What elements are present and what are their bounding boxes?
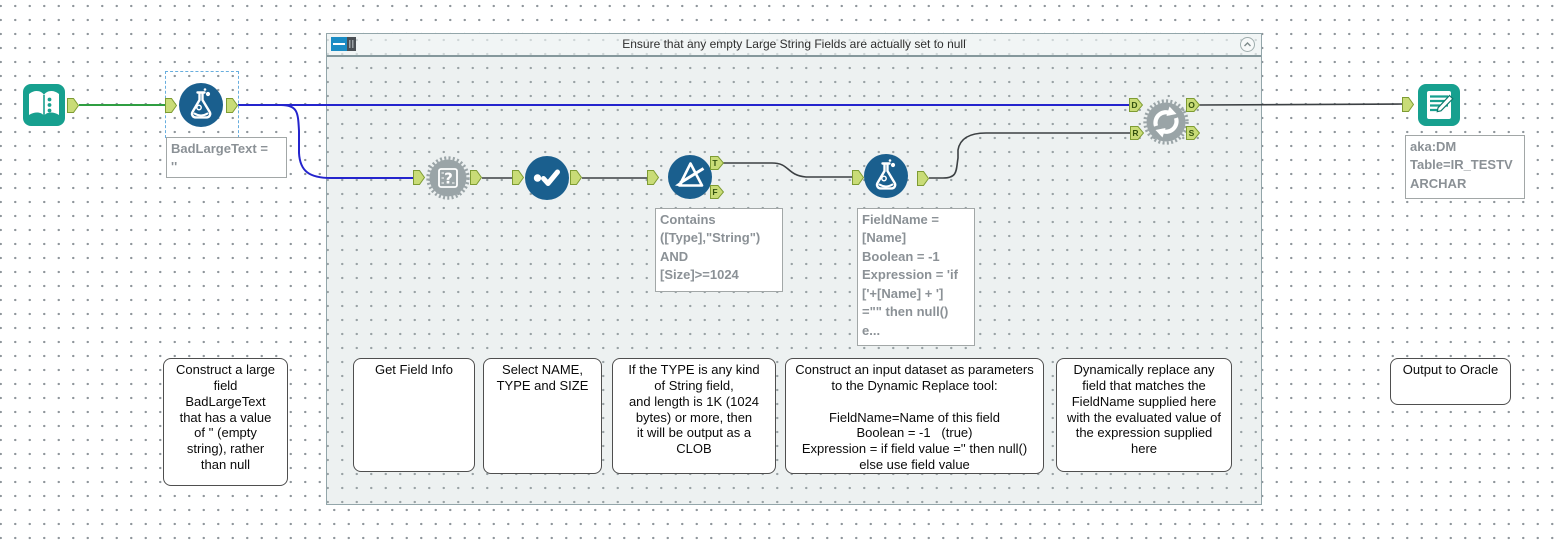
svg-text:T: T — [712, 158, 718, 168]
field-info-input-anchor[interactable] — [413, 170, 426, 190]
comment-construct-large-field[interactable]: Construct a large field BadLargeText tha… — [163, 358, 288, 486]
field-info-tool[interactable]: ? — [424, 154, 472, 207]
formula-1-annotation[interactable]: BadLargeText = '' — [166, 137, 287, 178]
text-input-output-anchor[interactable] — [67, 98, 80, 118]
dynamic-replace-icon — [1143, 99, 1189, 145]
filter-icon — [668, 155, 712, 199]
formula-2-annotation[interactable]: FieldName = [Name] Boolean = -1 Expressi… — [857, 208, 975, 346]
connection-formula-fieldinfo[interactable] — [238, 104, 414, 179]
comment-get-field-info[interactable]: Get Field Info — [353, 358, 475, 472]
dynamic-replace-r-input-anchor[interactable]: R — [1130, 126, 1145, 145]
filter-false-output-anchor[interactable]: F — [710, 185, 725, 204]
field-info-output-anchor[interactable] — [470, 170, 483, 190]
dynamic-replace-s-output-anchor[interactable]: S — [1186, 126, 1201, 145]
text-input-icon — [23, 84, 65, 126]
output-data-icon — [1418, 84, 1460, 126]
formula-icon — [179, 83, 223, 127]
field-info-icon: ? — [426, 156, 470, 200]
svg-text:?: ? — [444, 170, 453, 188]
svg-text:O: O — [1188, 100, 1195, 110]
chevron-up-icon — [1244, 42, 1251, 47]
text-input-tool[interactable] — [22, 83, 66, 132]
formula-tool-1[interactable] — [178, 82, 224, 133]
comment-select-name-type-size[interactable]: Select NAME, TYPE and SIZE — [483, 358, 602, 474]
connection-formula2-dynamicreplace-r[interactable] — [929, 132, 1131, 179]
svg-text:S: S — [1189, 128, 1195, 138]
output-data-annotation[interactable]: aka:DM Table=IR_TESTV ARCHAR — [1405, 135, 1525, 199]
select-tool[interactable] — [524, 155, 570, 206]
formula-2-input-anchor[interactable] — [852, 170, 865, 190]
comment-construct-input-dataset[interactable]: Construct an input dataset as parameters… — [785, 358, 1044, 474]
filter-true-output-anchor[interactable]: T — [710, 156, 725, 175]
tool-container[interactable]: Ensure that any empty Large String Field… — [326, 33, 1262, 505]
select-output-anchor[interactable] — [570, 170, 583, 190]
svg-text:R: R — [1132, 128, 1138, 138]
formula-icon — [864, 154, 908, 198]
formula-tool-2[interactable] — [863, 153, 909, 204]
output-data-tool[interactable] — [1417, 83, 1461, 132]
output-data-input-anchor[interactable] — [1402, 97, 1415, 117]
connection-dynamicreplace-output[interactable] — [1198, 103, 1404, 106]
comment-dynamically-replace[interactable]: Dynamically replace any field that match… — [1056, 358, 1232, 472]
container-title: Ensure that any empty Large String Field… — [622, 37, 966, 51]
dynamic-replace-o-output-anchor[interactable]: O — [1186, 98, 1201, 117]
comment-type-string-clob[interactable]: If the TYPE is any kind of String field,… — [612, 358, 776, 474]
container-collapse-button[interactable] — [1240, 37, 1255, 52]
svg-text:D: D — [1131, 100, 1137, 110]
filter-tool[interactable] — [667, 154, 713, 205]
filter-input-anchor[interactable] — [647, 170, 660, 190]
dynamic-replace-tool[interactable] — [1140, 96, 1192, 153]
formula-2-output-anchor[interactable] — [917, 171, 930, 191]
comment-output-to-oracle[interactable]: Output to Oracle — [1390, 358, 1511, 405]
formula-1-input-anchor[interactable] — [165, 98, 178, 118]
container-icon — [331, 37, 356, 56]
filter-annotation[interactable]: Contains ([Type],"String") AND [Size]>=1… — [655, 208, 783, 292]
formula-1-output-anchor[interactable] — [226, 98, 239, 118]
dynamic-replace-d-input-anchor[interactable]: D — [1129, 98, 1144, 117]
tool-container-header[interactable]: Ensure that any empty Large String Field… — [327, 34, 1261, 57]
select-input-anchor[interactable] — [512, 170, 525, 190]
connection-filter-true-formula2[interactable] — [723, 162, 853, 178]
select-icon — [525, 156, 569, 200]
svg-text:F: F — [712, 187, 717, 197]
